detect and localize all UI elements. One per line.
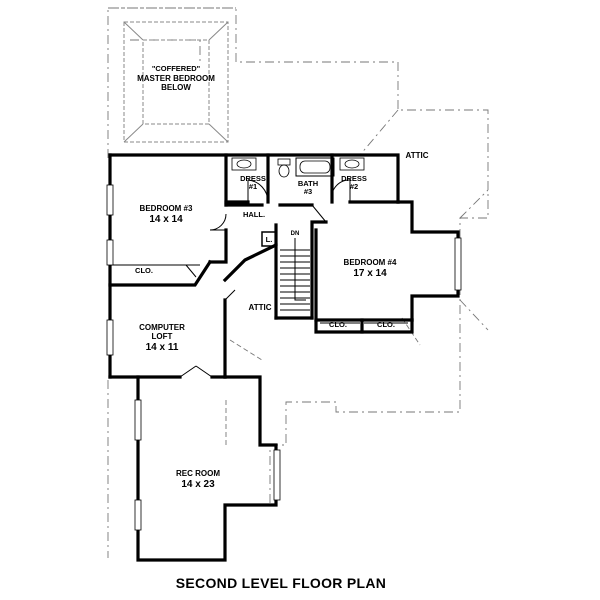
bath3-label-1: BATH — [298, 179, 318, 188]
loft-label-2: LOFT — [152, 332, 173, 341]
closet-bedroom4-a-label: CLO. — [329, 320, 347, 329]
rec-room-dims: 14 x 23 — [181, 479, 215, 490]
fixtures — [106, 157, 462, 531]
room-labels: "COFFERED" MASTER BEDROOM BELOW BEDROOM … — [135, 64, 429, 591]
attic-lower-label: ATTIC — [249, 303, 272, 312]
bedroom4-name: BEDROOM #4 — [344, 258, 397, 267]
coffered-ceiling — [123, 21, 229, 143]
dress1-label-1: DRESS — [240, 174, 266, 183]
closet-bedroom3-label: CLO. — [135, 266, 153, 275]
dress2-label-1: DRESS — [341, 174, 367, 183]
master-below-label-3: BELOW — [161, 83, 191, 92]
plan-title: SECOND LEVEL FLOOR PLAN — [176, 575, 386, 591]
linen-label: L. — [266, 235, 273, 244]
bedroom3-name: BEDROOM #3 — [140, 204, 193, 213]
closet-bedroom4-b-label: CLO. — [377, 320, 395, 329]
loft-label-1: COMPUTER — [139, 323, 185, 332]
dress2-label-2: #2 — [350, 182, 358, 191]
bedroom4-dims: 17 x 14 — [353, 268, 387, 279]
dress1-label-2: #1 — [249, 182, 257, 191]
rec-room-name: REC ROOM — [176, 469, 220, 478]
attic-upper-label: ATTIC — [406, 151, 429, 160]
bath3-label-2: #3 — [304, 187, 312, 196]
master-below-label-1: "COFFERED" — [152, 64, 201, 73]
hall-label: HALL. — [243, 210, 265, 219]
stair-down-label: DN — [291, 231, 300, 237]
bedroom3-dims: 14 x 14 — [149, 214, 183, 225]
master-below-label-2: MASTER BEDROOM — [137, 74, 215, 83]
loft-dims: 14 x 11 — [146, 342, 179, 353]
